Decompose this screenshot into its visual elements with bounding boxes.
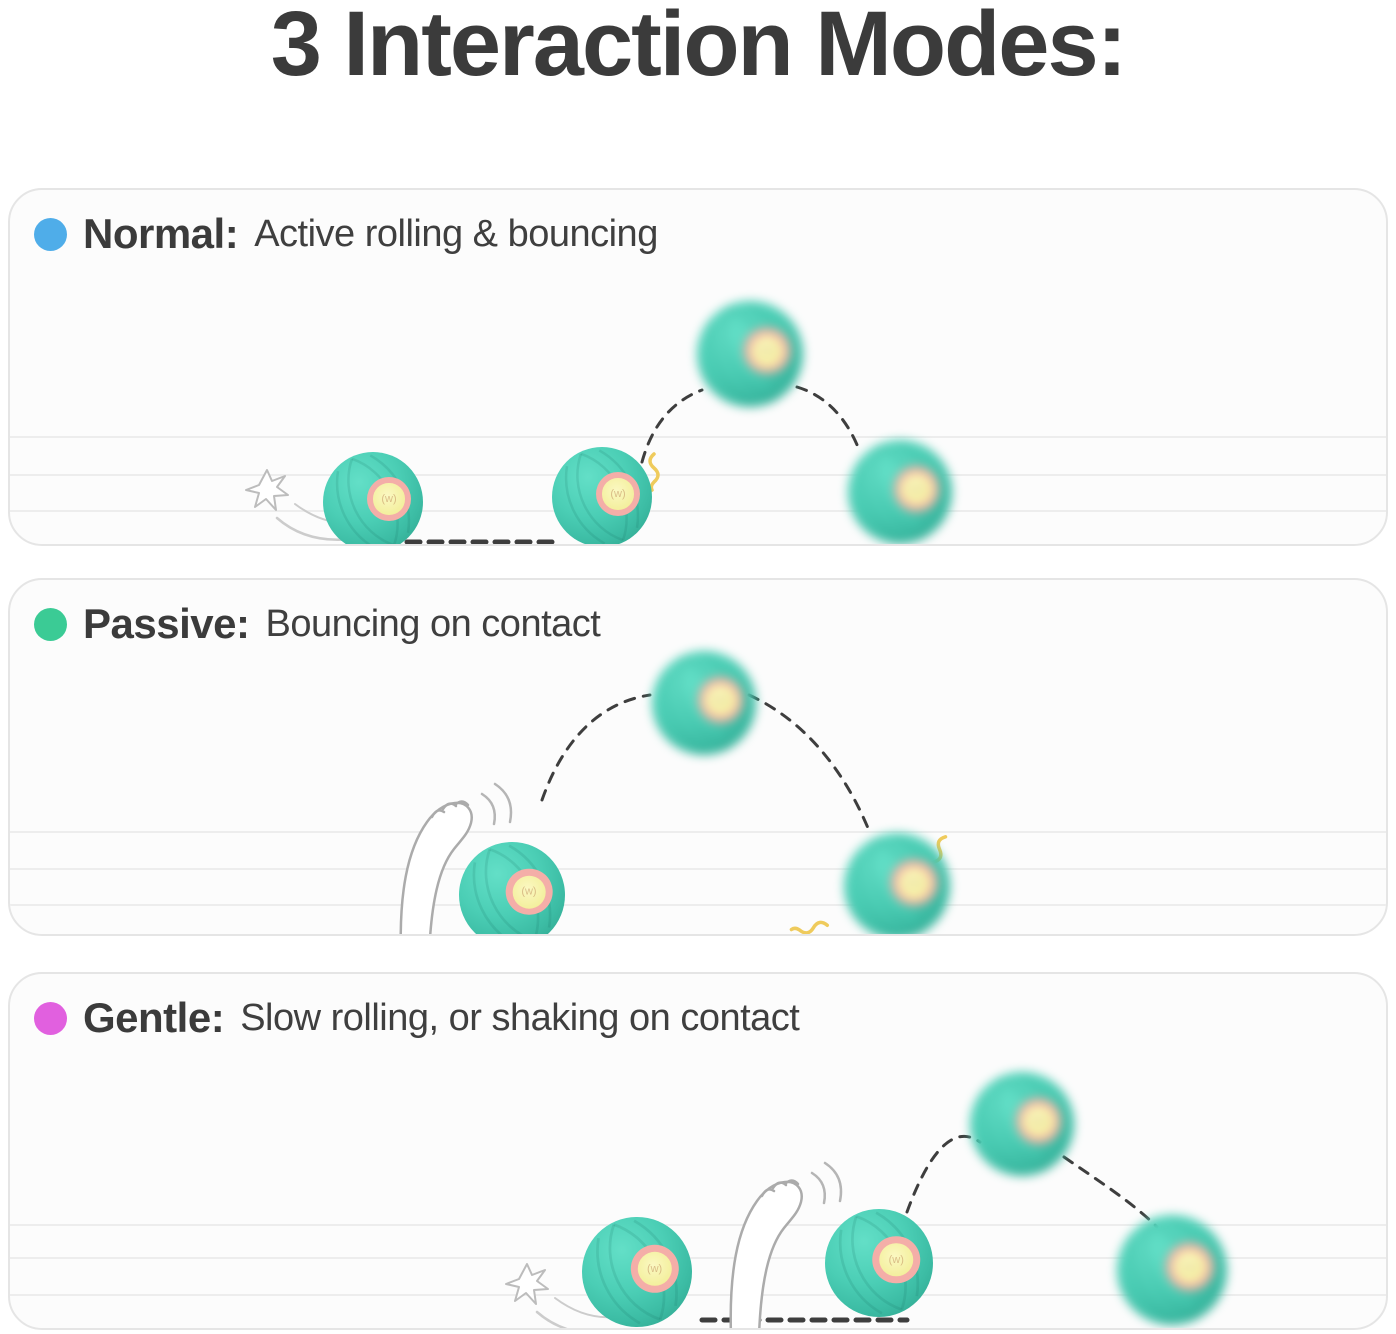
ball-core: (w) [750, 334, 784, 368]
mode-panel-gentle: Gentle: Slow rolling, or shaking on cont… [8, 972, 1388, 1330]
ball-face: (w) [1165, 1242, 1214, 1291]
illustration-normal: (w) (w) (w) (w) [10, 190, 1386, 544]
illustration-passive: (w) (w) (w) [10, 580, 1386, 934]
panel-header: Passive: Bouncing on contact [34, 600, 601, 648]
floor-line [10, 510, 1386, 512]
ball-core: (w) [637, 1251, 672, 1286]
page-title: 3 Interaction Modes: [270, 0, 1128, 95]
mode-panel-normal: Normal: Active rolling & bouncing (w)(w)… [8, 188, 1388, 546]
ball-face: (w) [630, 1244, 679, 1293]
ball-core: (w) [1022, 1104, 1055, 1138]
mode-label: Normal: [83, 210, 239, 257]
ball-face: (w) [596, 472, 640, 516]
ball-core: (w) [373, 483, 405, 515]
smart-ball: (w) [697, 301, 803, 407]
scene-overlay [505, 1134, 1159, 1328]
cheerble-logo: (w) [610, 487, 626, 500]
ball-core: (w) [897, 866, 931, 900]
floor-line [10, 1294, 1386, 1296]
smart-ball: (w) [459, 842, 565, 934]
smart-ball: (w) [970, 1072, 1074, 1176]
floor-line [10, 904, 1386, 906]
mode-panel-passive: Passive: Bouncing on contact (w) (w) (w) [8, 578, 1388, 936]
ball-core: (w) [512, 875, 546, 909]
panel-header: Gentle: Slow rolling, or shaking on cont… [34, 994, 800, 1042]
ball-core: (w) [1172, 1249, 1207, 1284]
smart-ball: (w) [652, 651, 756, 755]
mode-color-dot [34, 217, 67, 251]
cheerble-logo: (w) [906, 876, 922, 889]
panel-header: Normal: Active rolling & bouncing [34, 210, 658, 258]
cheerble-logo: (w) [908, 482, 925, 495]
ball-face: (w) [367, 477, 411, 521]
floor-line [10, 1257, 1386, 1259]
mode-color-dot [34, 1001, 67, 1035]
mode-description: Active rolling & bouncing [254, 212, 658, 255]
cheerble-logo: (w) [759, 344, 775, 357]
ball-face: (w) [1015, 1098, 1062, 1144]
mode-description: Slow rolling, or shaking on contact [240, 996, 800, 1039]
cheerble-logo: (w) [646, 1262, 663, 1275]
floor-line [10, 474, 1386, 476]
smart-ball: (w) [552, 447, 652, 544]
smart-ball: (w) [323, 452, 423, 544]
ball-core: (w) [602, 478, 634, 510]
smart-ball: (w) [1117, 1215, 1227, 1325]
illustration-gentle: (w) (w) (w) (w) [10, 974, 1386, 1328]
cheerble-logo: (w) [1181, 1260, 1198, 1273]
scene-overlay [399, 693, 948, 934]
ball-core: (w) [704, 683, 737, 717]
vibration-zigzag-icon [648, 452, 660, 492]
floor-line [10, 868, 1386, 870]
smart-ball: (w) [844, 833, 950, 934]
mode-color-dot [34, 607, 67, 641]
smart-ball: (w) [582, 1217, 692, 1327]
smart-ball: (w) [848, 440, 952, 544]
cheerble-logo: (w) [381, 492, 397, 505]
cat-paw-icon [399, 782, 513, 934]
mode-description: Bouncing on contact [265, 602, 601, 645]
cheerble-logo: (w) [1030, 1114, 1047, 1127]
mode-label: Gentle: [83, 994, 225, 1041]
ball-face: (w) [872, 1235, 921, 1284]
ball-core: (w) [879, 1242, 914, 1277]
floor-line [10, 436, 1386, 438]
ball-core: (w) [900, 472, 933, 506]
floor-line [10, 1224, 1386, 1226]
ball-face: (w) [697, 677, 744, 723]
cheerble-logo: (w) [712, 693, 729, 706]
ball-face: (w) [505, 868, 553, 916]
vibration-zigzag-icon [789, 920, 829, 934]
ball-face: (w) [890, 859, 938, 907]
ball-face: (w) [893, 466, 940, 512]
cheerble-logo: (w) [888, 1253, 904, 1266]
mode-label: Passive: [83, 600, 250, 647]
ball-face: (w) [743, 327, 791, 375]
cat-paw-icon [729, 1161, 843, 1328]
cheerble-logo: (w) [521, 885, 537, 898]
floor-line [10, 831, 1386, 833]
smart-ball: (w) [825, 1209, 933, 1317]
